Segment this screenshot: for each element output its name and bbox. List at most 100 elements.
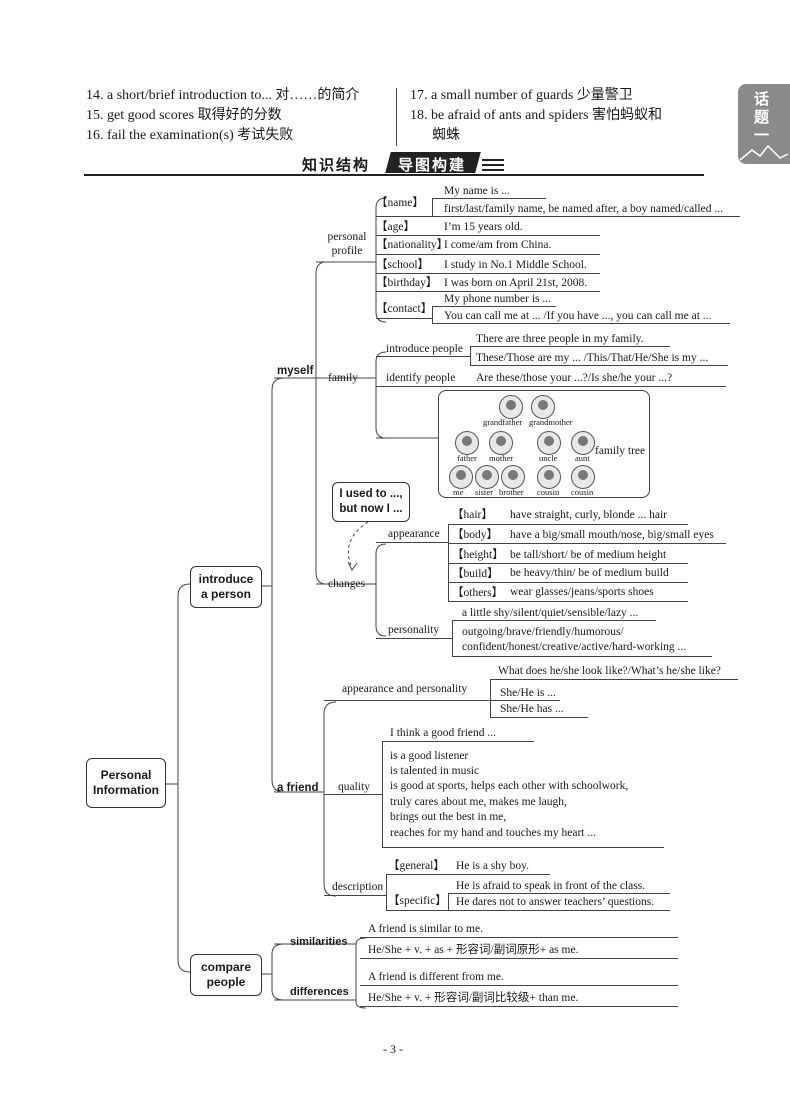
mother-avatar bbox=[489, 431, 513, 455]
member-cousin-2: cousin bbox=[571, 487, 594, 497]
tag-school: 【school】 bbox=[376, 259, 430, 271]
side-tab: 话题一 bbox=[738, 84, 790, 164]
page-number: - 3 - bbox=[383, 1042, 403, 1056]
family-tree-panel: grandfather grandmother father mother un… bbox=[438, 390, 650, 498]
label-personality: personality bbox=[388, 624, 440, 636]
father-avatar bbox=[455, 431, 479, 455]
vocab-18: 18. be afraid of ants and spiders 害怕蚂蚁和 bbox=[410, 108, 662, 123]
family-identify-1: Are these/those your ...?/Is she/he your… bbox=[476, 372, 673, 384]
compare-similar-1: A friend is similar to me. bbox=[368, 923, 483, 935]
friend-quality-7: reaches for my hand and touches my heart… bbox=[390, 827, 596, 839]
tag-build: 【build】 bbox=[452, 568, 499, 580]
uncle-avatar bbox=[537, 431, 561, 455]
section-title-left: 知识结构 bbox=[302, 156, 371, 174]
profile-name-1: My name is ... bbox=[444, 185, 510, 197]
member-grandfather: grandfather bbox=[483, 417, 523, 427]
box-introduce-a-person: introduce a person bbox=[190, 566, 262, 608]
vocab-18-cont: 蜘蛛 bbox=[432, 128, 460, 143]
friend-quality-3: is talented in music bbox=[390, 765, 480, 777]
label-identify-people: identify people bbox=[386, 372, 456, 384]
cousin1-avatar bbox=[537, 465, 561, 489]
tag-nationality: 【nationality】 bbox=[376, 239, 449, 251]
mountain-icon bbox=[739, 144, 789, 161]
tag-contact: 【contact】 bbox=[376, 303, 433, 315]
vocab-16: 16. fail the examination(s) 考试失败 bbox=[86, 128, 294, 143]
root-line1: Personal bbox=[100, 768, 152, 782]
tag-age: 【age】 bbox=[376, 221, 415, 233]
changes-others-1: wear glasses/jeans/sports shoes bbox=[510, 586, 654, 598]
friend-quality-5: truly cares about me, makes me laugh, bbox=[390, 796, 567, 808]
tag-body: 【body】 bbox=[452, 529, 498, 541]
changes-height-1: be tall/short/ be of medium height bbox=[510, 549, 667, 561]
compare-similar-2: He/She + v. + as + 形容词/副词原形+ as me. bbox=[368, 944, 579, 956]
label-appearance: appearance bbox=[388, 528, 440, 540]
changes-body-1: have a big/small mouth/nose, big/small e… bbox=[510, 529, 714, 541]
me-avatar bbox=[449, 465, 473, 489]
changes-personality-2: outgoing/brave/friendly/humorous/ bbox=[462, 626, 624, 638]
introduce-line1: introduce bbox=[198, 572, 254, 586]
tag-hair: 【hair】 bbox=[452, 509, 493, 521]
compare-different-2: He/She + v. + 形容词/副词比较级+ than me. bbox=[368, 992, 579, 1004]
friend-specific-1: He is afraid to speak in front of the cl… bbox=[456, 880, 646, 892]
friend-ap-2: She/He is ... bbox=[500, 687, 556, 699]
box-compare-people: compare people bbox=[190, 954, 262, 996]
label-family: family bbox=[328, 372, 359, 384]
family-intro-2: These/Those are my ... /This/That/He/She… bbox=[476, 352, 709, 364]
friend-quality-6: brings out the best in me, bbox=[390, 811, 507, 823]
aunt-avatar bbox=[571, 431, 595, 455]
tag-height: 【height】 bbox=[452, 549, 504, 561]
profile-name-2: first/last/family name, be named after, … bbox=[444, 203, 723, 215]
changes-build-1: be heavy/thin/ be of medium build bbox=[510, 567, 669, 579]
friend-quality-2: is a good listener bbox=[390, 750, 469, 762]
member-me: me bbox=[453, 487, 464, 497]
member-grandmother: grandmother bbox=[529, 417, 573, 427]
brother-avatar bbox=[501, 465, 525, 489]
vocab-15: 15. get good scores 取得好的分数 bbox=[86, 108, 282, 123]
grandfather-avatar bbox=[499, 395, 523, 419]
label-description: description bbox=[332, 881, 384, 893]
label-similarities: similarities bbox=[290, 936, 348, 948]
stripes-icon bbox=[482, 159, 504, 171]
side-tab-label: 话题一 bbox=[754, 90, 770, 144]
friend-ap-3: She/He has ... bbox=[500, 703, 564, 715]
grandmother-avatar bbox=[531, 395, 555, 419]
tag-general: 【general】 bbox=[388, 860, 445, 872]
family-tree-label: family tree bbox=[595, 445, 646, 457]
sister-avatar bbox=[475, 465, 499, 489]
member-uncle: uncle bbox=[539, 453, 558, 463]
introduce-line2: a person bbox=[200, 587, 251, 601]
label-introduce-people: introduce people bbox=[386, 343, 463, 355]
profile-contact-1: My phone number is ... bbox=[444, 293, 552, 305]
label-changes: changes bbox=[328, 578, 366, 590]
label-quality: quality bbox=[338, 781, 370, 793]
profile-nationality-1: I come/am from China. bbox=[444, 239, 552, 251]
profile-birthday-1: I was born on April 21st, 2008. bbox=[444, 277, 588, 289]
cousin2-avatar bbox=[571, 465, 595, 489]
label-myself: myself bbox=[277, 365, 314, 377]
section-title: 知识结构 导图构建 bbox=[84, 152, 710, 176]
compare-line2: people bbox=[206, 975, 246, 989]
tag-specific: 【specific】 bbox=[388, 895, 447, 907]
label-personal-profile: personal profile bbox=[326, 230, 368, 258]
profile-age-1: I’m 15 years old. bbox=[444, 221, 523, 233]
compare-different-1: A friend is different from me. bbox=[368, 971, 504, 983]
friend-quality-1: I think a good friend ... bbox=[390, 727, 497, 739]
personal-profile-line1: personal bbox=[327, 231, 367, 243]
vocab-divider bbox=[396, 88, 397, 146]
friend-general-1: He is a shy boy. bbox=[456, 860, 530, 872]
friend-ap-1: What does he/she look like?/What’s he/sh… bbox=[498, 665, 721, 677]
profile-contact-2: You can call me at ... /If you have ...,… bbox=[444, 310, 712, 322]
tag-birthday: 【birthday】 bbox=[376, 277, 438, 289]
changes-hair-1: have straight, curly, blonde ... hair bbox=[510, 509, 668, 521]
member-cousin-1: cousin bbox=[537, 487, 560, 497]
compare-line1: compare bbox=[200, 960, 252, 974]
tag-name: 【name】 bbox=[376, 197, 424, 209]
vocab-17: 17. a small number of guards 少量警卫 bbox=[410, 88, 633, 103]
member-mother: mother bbox=[489, 453, 514, 463]
personal-profile-line2: profile bbox=[331, 245, 363, 257]
member-father: father bbox=[457, 453, 477, 463]
changes-personality-3: confident/honest/creative/active/hard-wo… bbox=[462, 641, 687, 653]
member-brother: brother bbox=[499, 487, 524, 497]
used-to-line1: I used to ..., bbox=[339, 488, 403, 500]
